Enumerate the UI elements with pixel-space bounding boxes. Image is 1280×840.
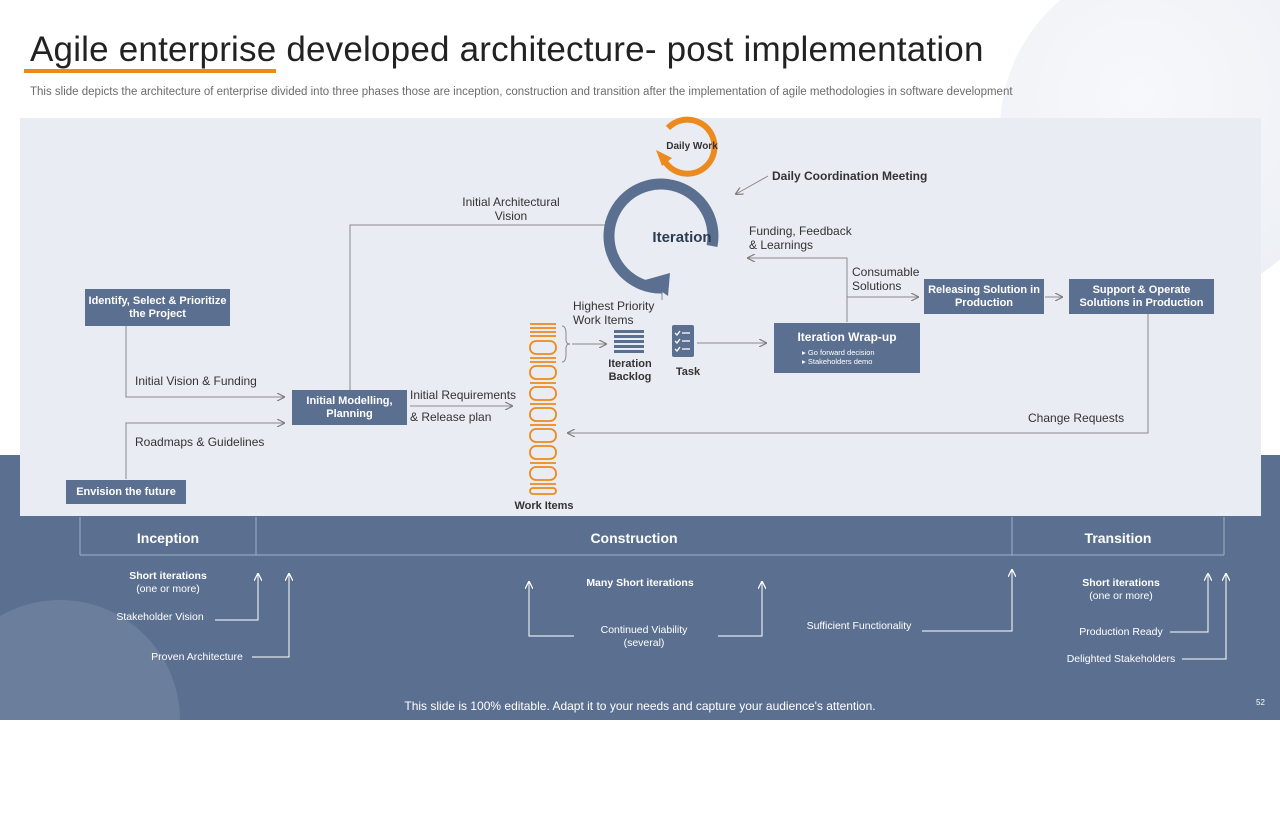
release-plan-label: & Release plan bbox=[410, 410, 492, 424]
wrapup-item: ▸ Go forward decision bbox=[802, 348, 875, 357]
envision-future-box: Envision the future bbox=[66, 480, 186, 504]
change-requests-label: Change Requests bbox=[1028, 411, 1125, 425]
initial-arch-vision-label: Initial Architectural Vision bbox=[462, 195, 560, 223]
delighted-stakeholders-label: Delighted Stakeholders bbox=[1066, 653, 1176, 665]
iteration-wrapup-box: Iteration Wrap-up ▸ Go forward decision … bbox=[774, 323, 920, 373]
inception-short-iterations: Short iterations bbox=[129, 570, 207, 582]
initial-modelling-box: Initial Modelling, Planning bbox=[292, 390, 407, 425]
production-ready-label: Production Ready bbox=[1079, 626, 1163, 638]
work-items-label: Work Items bbox=[514, 500, 574, 512]
funding-feedback-label: Funding, Feedback & Learnings bbox=[749, 224, 852, 252]
phase-construction: Construction bbox=[590, 530, 678, 546]
wrapup-item: ▸ Stakeholders demo bbox=[802, 357, 873, 366]
initial-requirements-label: Initial Requirements bbox=[410, 388, 517, 402]
page-number: 52 bbox=[1256, 698, 1265, 707]
phase-transition: Transition bbox=[1084, 530, 1152, 546]
diagram-connectors bbox=[79, 116, 1280, 660]
iteration-backlog-label: Iteration Backlog bbox=[608, 358, 652, 383]
consumable-solutions-label: Consumable Solutions bbox=[852, 265, 920, 293]
work-items-stack-icon bbox=[529, 323, 557, 495]
backlog-icon bbox=[614, 330, 644, 353]
highest-priority-label: Highest Priority Work Items bbox=[573, 299, 655, 327]
transition-short-iterations: Short iterations bbox=[1082, 577, 1160, 589]
daily-work-label: Daily Work bbox=[666, 141, 718, 152]
task-label: Task bbox=[675, 366, 701, 378]
footer-note: This slide is 100% editable. Adapt it to… bbox=[404, 699, 876, 713]
identify-project-box: Identify, Select & Prioritize the Projec… bbox=[85, 289, 230, 326]
task-checklist-icon bbox=[672, 325, 694, 357]
daily-coordination-label: Daily Coordination Meeting bbox=[772, 169, 928, 183]
releasing-solution-box: Releasing Solution in Production bbox=[924, 279, 1044, 314]
title-underline bbox=[24, 69, 276, 73]
roadmaps-label: Roadmaps & Guidelines bbox=[135, 435, 265, 449]
slide-title: Agile enterprise developed architecture-… bbox=[30, 30, 984, 69]
stakeholder-vision-label: Stakeholder Vision bbox=[116, 611, 204, 623]
iteration-cycle-icon bbox=[603, 178, 719, 296]
inception-one-or-more: (one or more) bbox=[136, 583, 200, 595]
iteration-label: Iteration bbox=[652, 229, 712, 246]
many-short-iterations: Many Short iterations bbox=[586, 577, 694, 589]
sufficient-functionality-label: Sufficient Functionality bbox=[806, 620, 912, 632]
support-operate-box: Support & Operate Solutions in Productio… bbox=[1069, 279, 1214, 314]
daily-work-cycle-icon bbox=[656, 116, 718, 177]
phase-inception: Inception bbox=[136, 530, 200, 546]
proven-architecture-label: Proven Architecture bbox=[151, 651, 243, 663]
continued-viability-label: Continued Viability bbox=[600, 624, 688, 636]
continued-viability-several: (several) bbox=[623, 637, 665, 649]
initial-vision-funding-label: Initial Vision & Funding bbox=[135, 374, 257, 388]
slide-subtitle: This slide depicts the architecture of e… bbox=[30, 86, 1013, 98]
transition-one-or-more: (one or more) bbox=[1089, 590, 1153, 602]
wrapup-title: Iteration Wrap-up bbox=[797, 330, 897, 344]
